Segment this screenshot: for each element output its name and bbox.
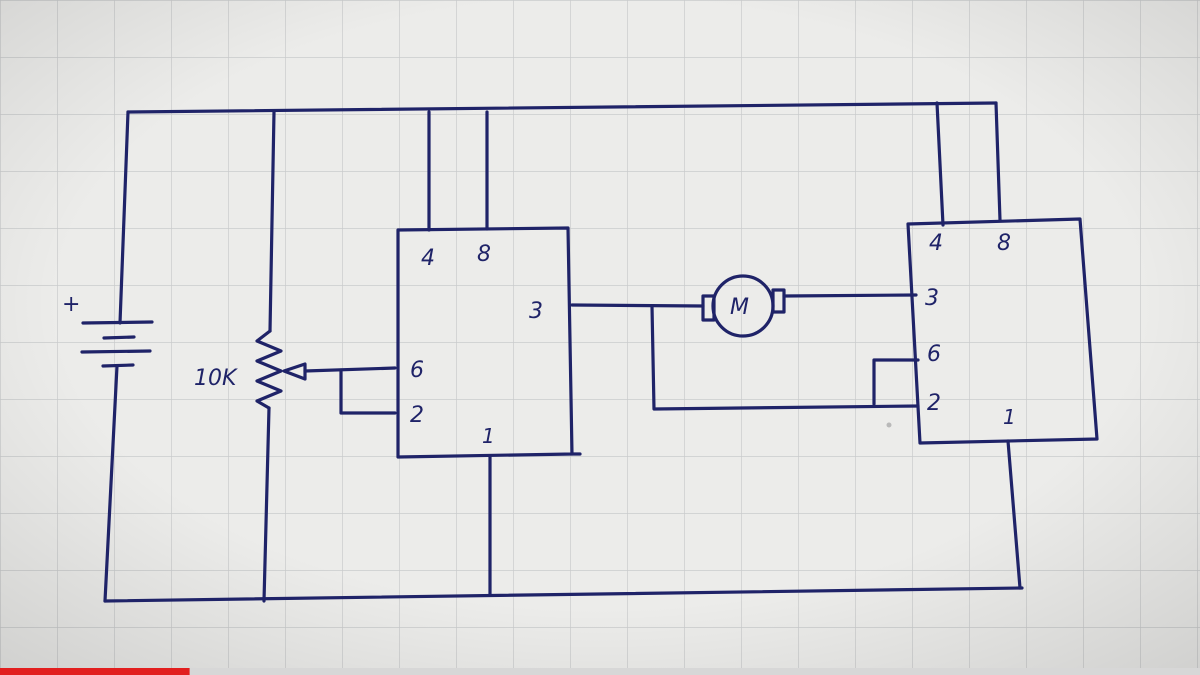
right-ic-pin-3: 3 [925, 286, 939, 311]
motor-label: M [730, 295, 749, 320]
right-ic-pin-6: 6 [927, 342, 941, 367]
paper-speck [886, 422, 892, 428]
pin6-pin2-bridge-wire [339, 368, 397, 415]
battery-plus-label: + [62, 292, 80, 317]
left-ic-pin-3: 3 [529, 299, 543, 324]
left-ic-pin-1: 1 [482, 424, 495, 448]
left-555-ic: 4 8 3 6 2 1 [396, 110, 582, 597]
video-progress-played [0, 668, 190, 675]
left-ic-pin-6: 6 [410, 358, 424, 383]
left-ic-pin-8: 8 [477, 242, 491, 267]
dc-motor: M [701, 274, 786, 338]
right-ic-pin-2: 2 [927, 391, 941, 416]
feedback-loop-wire [650, 304, 920, 411]
top-supply-wire [126, 101, 998, 114]
right-ic-pin-4: 4 [929, 231, 943, 256]
potentiometer-10k: 10K [194, 110, 397, 603]
left-output-wire [570, 303, 705, 308]
left-ic-pin-4: 4 [421, 246, 435, 271]
bottom-ground-wire [103, 586, 1024, 603]
video-progress-track[interactable] [0, 668, 1200, 675]
right-ic-pin-1: 1 [1003, 405, 1016, 429]
battery-symbol: + [62, 110, 154, 603]
right-555-ic: 4 8 3 6 2 1 [906, 101, 1099, 590]
left-ic-pin-2: 2 [410, 403, 424, 428]
right-ic-pin-8: 8 [997, 231, 1011, 256]
potentiometer-label: 10K [194, 366, 238, 391]
right-pin6-stub [872, 358, 920, 406]
motor-right-wire [782, 293, 918, 298]
